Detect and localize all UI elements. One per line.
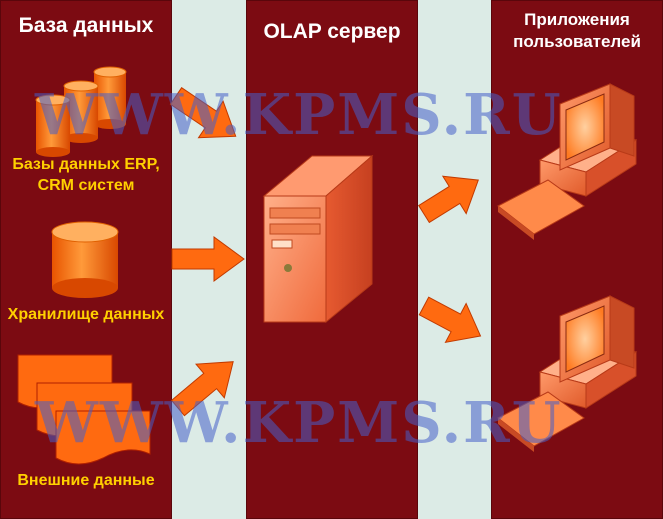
arrow-olap-to-app-2: [418, 296, 482, 343]
apps-column-title: Приложения пользователей: [513, 10, 641, 51]
watermark-top: WWW.KPMS.RU: [35, 82, 563, 148]
arrow-olap-to-app-1: [418, 175, 479, 224]
data-warehouse-icon: [51, 221, 119, 298]
erp-sources-label: Базы данных ERP, CRM систем: [12, 156, 160, 194]
erp-database-icon: [35, 66, 127, 157]
arrow-erp-to-olap: [169, 87, 237, 139]
olap-column-title: OLAP сервер: [263, 20, 401, 43]
database-column-title: База данных: [18, 14, 154, 37]
external-data-icon: [17, 354, 151, 465]
arrow-external-to-olap: [170, 361, 234, 417]
external-data-label: Внешние данные: [17, 472, 155, 489]
olap-server-icon: [262, 154, 374, 324]
warehouse-label: Хранилище данных: [7, 306, 165, 323]
flow-arrows-in: [169, 87, 245, 417]
watermark-bottom: WWW.KPMS.RU: [35, 390, 563, 456]
user-computer-icon-1: [497, 83, 638, 240]
user-computer-icon-2: [497, 295, 638, 452]
flow-arrows-out: [418, 175, 482, 343]
arrow-warehouse-to-olap: [171, 236, 245, 282]
